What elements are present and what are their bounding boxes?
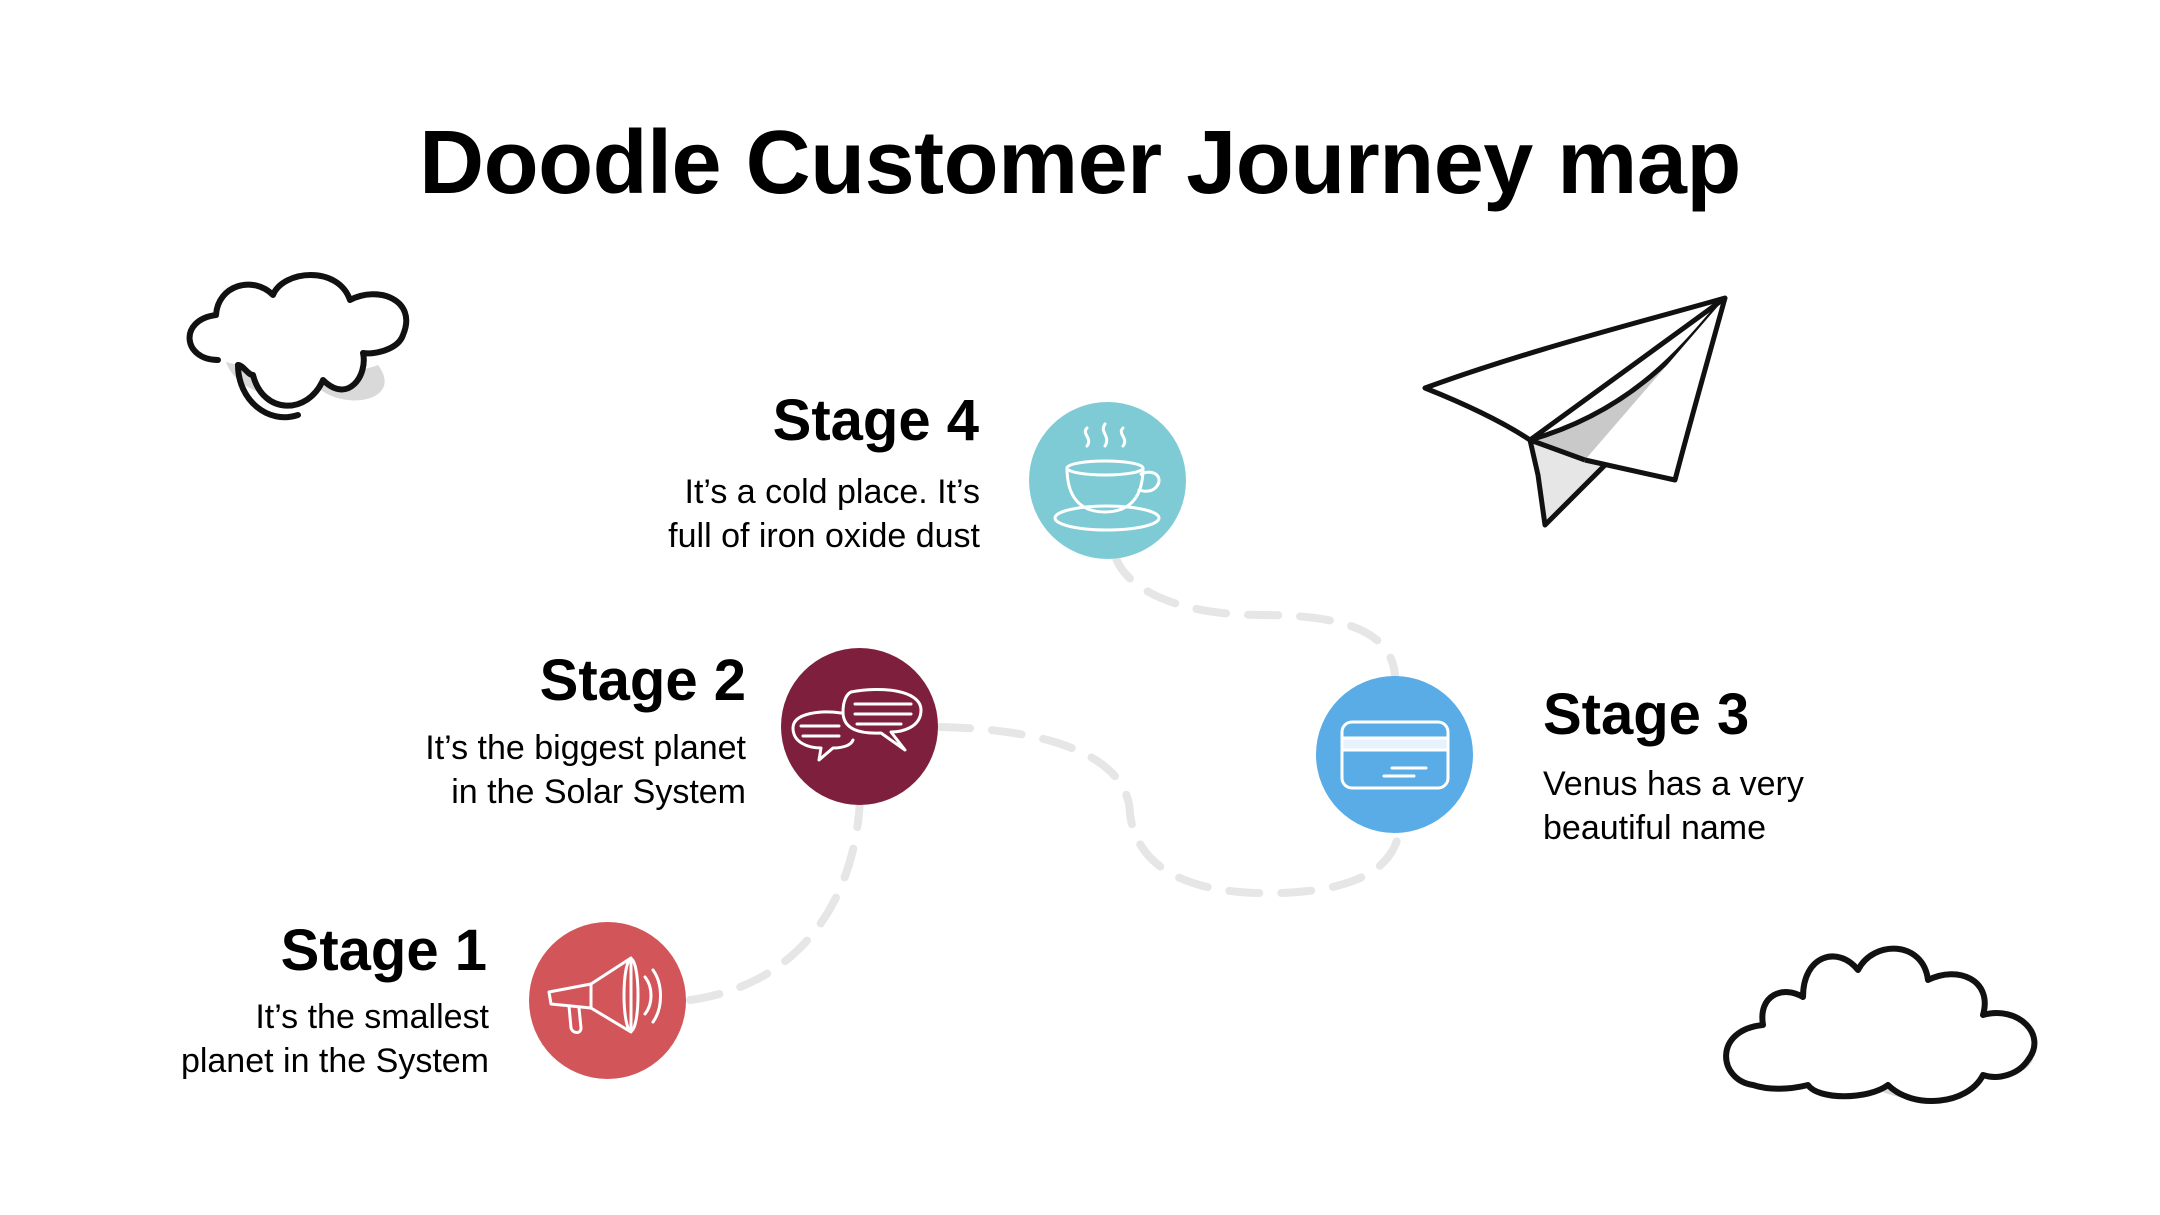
megaphone-icon (547, 956, 662, 1034)
credit-card-icon (1340, 720, 1450, 790)
stage-4-desc-line: It’s a cold place. It’s (684, 473, 980, 511)
stage-2-title: Stage 2 (539, 648, 746, 713)
stage-1-desc-line: It’s the smallest (255, 998, 489, 1036)
stage-3-title: Stage 3 (1543, 682, 1750, 747)
stage-4-title: Stage 4 (772, 388, 979, 453)
stage-2-desc-line: in the Solar System (451, 773, 746, 811)
coffee-cup-icon (1053, 422, 1161, 532)
stage-2-circle (781, 648, 938, 805)
cloud-icon (1723, 945, 2038, 1104)
stage-1-circle (529, 922, 686, 1079)
stage-2-description: It’s the biggest planet in the Solar Sys… (340, 726, 746, 814)
stage-1-title: Stage 1 (280, 918, 487, 983)
chat-bubbles-icon (791, 687, 923, 762)
stage-4-desc-line: full of iron oxide dust (668, 517, 980, 555)
stage-4-description: It’s a cold place. It’s full of iron oxi… (580, 470, 980, 558)
page-title: Doodle Customer Journey map (419, 113, 1741, 213)
stage-3-desc-line: beautiful name (1543, 809, 1767, 847)
stage-1-description: It’s the smallest planet in the System (100, 995, 489, 1083)
paper-plane-icon (1422, 295, 1728, 528)
stage-4-circle (1029, 402, 1186, 559)
stage-3-desc-line: Venus has a very (1543, 765, 1804, 803)
stage-2-desc-line: It’s the biggest planet (425, 729, 746, 767)
stage-3-description: Venus has a very beautiful name (1543, 762, 1943, 850)
stage-1-desc-line: planet in the System (180, 1042, 489, 1080)
stage-3-circle (1316, 676, 1473, 833)
cloud-icon (186, 272, 410, 421)
